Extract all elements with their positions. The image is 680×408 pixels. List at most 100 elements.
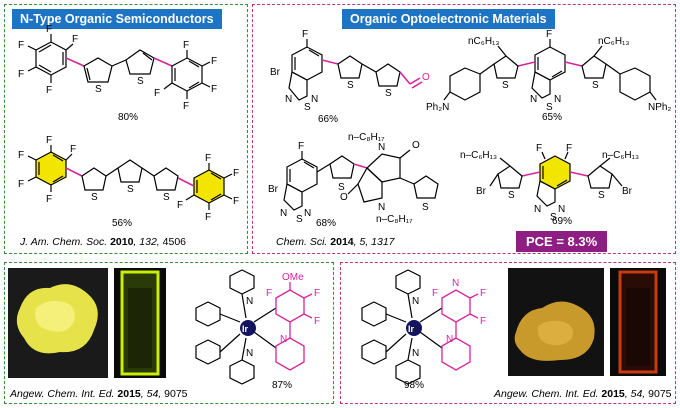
- svg-text:N: N: [280, 208, 287, 219]
- pce-badge: PCE = 8.3%: [516, 231, 608, 252]
- svg-text:S: S: [95, 84, 102, 95]
- opto-title: Organic Optoelectronic Materials: [342, 9, 555, 29]
- svg-text:F: F: [205, 212, 211, 223]
- yield-ntype-1: 80%: [118, 112, 139, 123]
- svg-text:F: F: [154, 88, 160, 99]
- svg-text:N: N: [452, 278, 459, 289]
- svg-text:Ir: Ir: [242, 324, 249, 334]
- ir-complex-left: Ir N N OMe F F F N: [195, 269, 320, 385]
- svg-text:N: N: [412, 296, 419, 307]
- svg-text:S: S: [502, 80, 509, 91]
- svg-text:F: F: [233, 196, 239, 207]
- ref-chemsci: Chem. Sci. 2014, 5, 1317: [276, 236, 395, 248]
- svg-text:F: F: [432, 288, 438, 299]
- ntype-title: N-Type Organic Semiconductors: [12, 9, 222, 29]
- svg-text:n–C₆H₁₃: n–C₆H₁₃: [602, 150, 639, 161]
- svg-text:N: N: [412, 348, 419, 359]
- svg-text:F: F: [266, 288, 272, 299]
- svg-text:S: S: [127, 184, 134, 195]
- svg-text:N: N: [446, 334, 453, 345]
- orange-powder-photo: [508, 268, 604, 376]
- svg-text:S: S: [385, 88, 392, 99]
- opto-molecule-d: F F n–C₆H₁₃ n–C₆H₁₃ Br Br S S N S N: [460, 143, 639, 223]
- svg-text:S: S: [550, 212, 557, 223]
- svg-text:F: F: [183, 40, 189, 51]
- svg-text:N: N: [558, 204, 565, 215]
- svg-text:n–C₈H₁₇: n–C₈H₁₇: [376, 214, 413, 225]
- opto-molecule-c: F Br N S N S N n–C₈H₁₇ O O N n–C₈H₁₇ S: [268, 132, 439, 225]
- ref-angew-left: Angew. Chem. Int. Ed. 2015, 54, 9075: [10, 388, 188, 400]
- svg-text:F: F: [70, 144, 76, 155]
- yield-opto-c: 68%: [316, 218, 337, 229]
- svg-text:S: S: [592, 80, 599, 91]
- red-emission-cuvette: [610, 268, 666, 376]
- svg-text:NPh₂: NPh₂: [648, 102, 671, 113]
- svg-text:N: N: [285, 94, 292, 105]
- svg-text:N: N: [304, 208, 311, 219]
- svg-text:F: F: [211, 84, 217, 95]
- svg-text:Ir: Ir: [408, 324, 415, 334]
- opto-molecule-a: F Br N S N S S O: [270, 29, 430, 113]
- svg-text:F: F: [233, 168, 239, 179]
- svg-text:S: S: [338, 182, 345, 193]
- yield-ir-right: 98%: [404, 380, 425, 391]
- svg-text:N: N: [534, 204, 541, 215]
- svg-text:F: F: [46, 194, 52, 205]
- ir-right-panel: [340, 262, 676, 404]
- svg-text:N: N: [530, 94, 537, 105]
- svg-text:F: F: [302, 29, 308, 40]
- yield-opto-b: 65%: [542, 112, 563, 123]
- svg-text:nC₆H₁₃: nC₆H₁₃: [468, 36, 499, 47]
- yellow-emission-cuvette: [114, 268, 166, 378]
- svg-text:F: F: [177, 200, 183, 211]
- svg-text:Br: Br: [476, 186, 487, 197]
- yield-ir-left: 87%: [272, 380, 293, 391]
- opto-panel: [252, 4, 676, 254]
- svg-text:F: F: [314, 288, 320, 299]
- svg-text:N: N: [554, 94, 561, 105]
- svg-text:Br: Br: [270, 67, 281, 78]
- svg-text:F: F: [566, 143, 572, 154]
- ref-angew-right: Angew. Chem. Int. Ed. 2015, 54, 9075: [494, 388, 672, 400]
- svg-text:O: O: [422, 72, 430, 83]
- svg-text:S: S: [598, 190, 605, 201]
- svg-text:F: F: [46, 135, 52, 146]
- svg-text:F: F: [211, 56, 217, 67]
- svg-text:F: F: [314, 316, 320, 327]
- svg-text:S: S: [296, 214, 303, 225]
- svg-text:F: F: [72, 34, 78, 45]
- svg-text:N: N: [280, 334, 287, 345]
- yield-opto-d: 69%: [552, 216, 573, 227]
- svg-text:S: S: [91, 192, 98, 203]
- ir-complex-right: Ir N N N F F F N: [361, 269, 486, 385]
- ntype-molecule-1: F F F F F S S F F F F F: [18, 24, 217, 112]
- svg-text:F: F: [546, 29, 552, 40]
- ref-jacs: J. Am. Chem. Soc. 2010, 132, 4506: [20, 236, 186, 248]
- svg-text:F: F: [18, 179, 24, 190]
- svg-text:F: F: [480, 288, 486, 299]
- svg-text:Br: Br: [622, 186, 633, 197]
- svg-text:S: S: [137, 76, 144, 87]
- ntype-panel: [4, 4, 248, 254]
- svg-text:N: N: [311, 94, 318, 105]
- opto-molecule-b: F nC₆H₁₃ nC₆H₁₃ S S N S N Ph₂N NPh₂: [426, 29, 671, 113]
- ir-left-panel: [4, 262, 334, 404]
- yield-opto-a: 66%: [318, 114, 339, 125]
- svg-text:F: F: [480, 316, 486, 327]
- svg-text:S: S: [422, 202, 429, 213]
- ntype-molecule-2: F F F F F S S S F F F F F: [18, 135, 239, 223]
- svg-text:S: S: [546, 102, 553, 113]
- svg-text:O: O: [412, 140, 420, 151]
- svg-text:OMe: OMe: [282, 272, 304, 283]
- svg-text:N: N: [378, 142, 385, 153]
- svg-text:F: F: [183, 101, 189, 112]
- atom-F: F: [46, 24, 52, 35]
- svg-text:F: F: [536, 143, 542, 154]
- svg-text:S: S: [347, 80, 354, 91]
- svg-text:F: F: [18, 69, 24, 80]
- svg-text:F: F: [205, 153, 211, 164]
- svg-text:N: N: [246, 348, 253, 359]
- svg-text:F: F: [46, 85, 52, 96]
- svg-text:N: N: [246, 296, 253, 307]
- svg-text:n–C₈H₁₇: n–C₈H₁₇: [348, 132, 385, 143]
